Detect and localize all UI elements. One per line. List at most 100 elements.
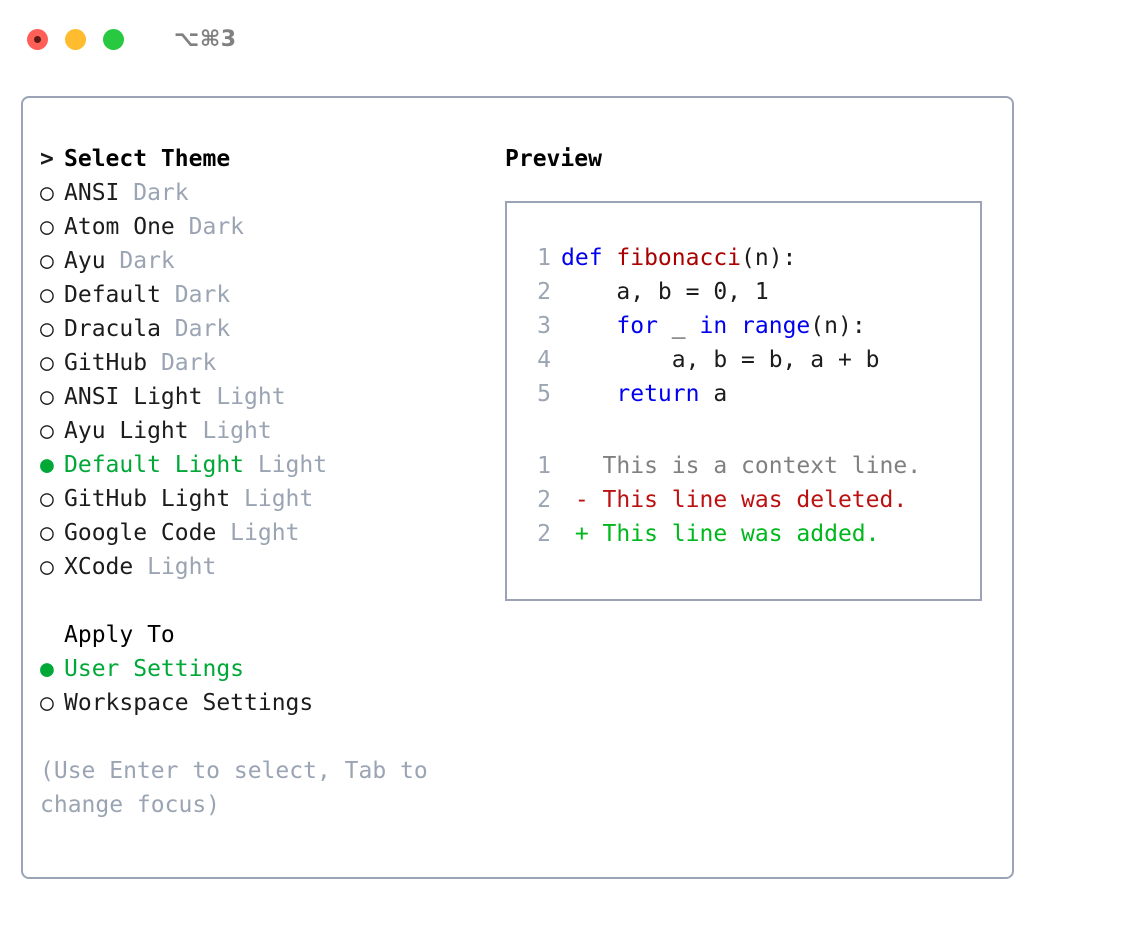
theme-kind-label: Light <box>188 418 272 444</box>
diff-text: This is a context line. <box>588 453 922 479</box>
radio-unselected-icon: ○ <box>40 384 54 410</box>
theme-kind-label: Dark <box>119 180 189 206</box>
radio-unselected-icon: ○ <box>40 554 54 580</box>
theme-kind-label: Light <box>216 520 300 546</box>
theme-name-label: GitHub Light <box>64 486 231 512</box>
diff-marker <box>561 453 589 479</box>
hint-spacer <box>40 720 483 754</box>
radio-unselected-icon: ○ <box>40 282 54 308</box>
theme-kind-label: Light <box>202 384 286 410</box>
theme-name-label: Atom One <box>64 214 175 240</box>
code-token: _ <box>657 313 700 339</box>
theme-kind-label: Light <box>244 452 328 478</box>
code-line: 4 a, b = b, a + b <box>525 343 980 377</box>
diff-text: This line was added. <box>588 521 880 547</box>
apply-to-item[interactable]: ○Workspace Settings <box>40 686 483 720</box>
code-token: fibonacci <box>616 245 742 271</box>
code-token: (n): <box>810 313 866 339</box>
theme-list-item[interactable]: ○XCode Light <box>40 550 483 584</box>
theme-name-label: Default <box>64 282 161 308</box>
theme-name-label: ANSI Light <box>64 384 203 410</box>
radio-unselected-icon: ○ <box>40 316 54 342</box>
theme-list-item[interactable]: ○GitHub Dark <box>40 346 483 380</box>
radio-unselected-icon: ○ <box>40 350 54 376</box>
cursor-marker-icon: > <box>40 146 54 172</box>
blank-marker-icon <box>40 618 64 652</box>
theme-kind-label: Light <box>230 486 314 512</box>
theme-name-label: Default Light <box>64 452 245 478</box>
apply-to-list: ●User Settings○Workspace Settings <box>40 652 483 720</box>
line-number: 2 <box>537 279 551 305</box>
close-button[interactable] <box>27 28 48 50</box>
apply-to-item[interactable]: ●User Settings <box>40 652 483 686</box>
code-line: 1 def fibonacci(n): <box>525 241 980 275</box>
window-controls <box>27 28 124 50</box>
theme-list-item[interactable]: ○ANSI Dark <box>40 176 483 210</box>
theme-list-item[interactable]: ○ Ayu Light Light <box>40 414 483 448</box>
theme-kind-label: Dark <box>160 282 231 308</box>
theme-list-item[interactable]: ○ ANSI Light Light <box>40 380 483 414</box>
theme-kind-label: Light <box>133 554 217 580</box>
theme-list-item[interactable]: ○ Atom One Dark <box>40 210 483 244</box>
code-line: 3 for _ in range(n): <box>525 309 980 343</box>
apply-to-heading-label: Apply To <box>64 622 175 648</box>
select-theme-heading-label: Select Theme <box>64 146 231 172</box>
radio-selected-icon: ● <box>40 656 54 682</box>
code-token: a, b = 0, 1 <box>561 279 769 305</box>
theme-picker-panel: >Select Theme ○ANSI Dark○Atom One Dark○A… <box>21 96 1014 879</box>
code-token: (n): <box>741 245 797 271</box>
theme-list-item[interactable]: ○ Google Code Light <box>40 516 483 550</box>
code-token: a, b = b, a + b <box>561 347 880 373</box>
theme-name-label: Ayu Light <box>64 418 189 444</box>
line-number: 5 <box>537 381 551 407</box>
radio-unselected-icon: ○ <box>40 180 54 206</box>
theme-name-label: Google Code <box>64 520 217 546</box>
list-spacer <box>40 584 483 618</box>
line-number: 2 <box>537 521 551 547</box>
code-line: 2 a, b = 0, 1 <box>525 275 980 309</box>
theme-selection-column: >Select Theme ○ANSI Dark○Atom One Dark○A… <box>23 142 483 822</box>
diff-marker: - <box>561 487 589 513</box>
line-number: 1 <box>537 245 551 271</box>
line-number: 3 <box>537 313 551 339</box>
diff-line: 2 + This line was added. <box>525 517 980 551</box>
line-number: 1 <box>537 453 551 479</box>
theme-list-item[interactable]: ○Dracula Dark <box>40 312 483 346</box>
radio-unselected-icon: ○ <box>40 418 54 444</box>
keyboard-shortcut-label: ⌥⌘3 <box>174 26 237 52</box>
theme-list-item[interactable]: ○ Default Dark <box>40 278 483 312</box>
zoom-button[interactable] <box>103 28 124 50</box>
apply-to-heading: Apply To <box>40 618 483 652</box>
keyboard-hint-text: (Use Enter to select, Tab to change focu… <box>40 758 428 818</box>
theme-list-item[interactable]: ● Default Light Light <box>40 448 483 482</box>
radio-selected-icon: ● <box>40 452 54 478</box>
code-token: range <box>741 313 811 339</box>
diff-line: 1 This is a context line. <box>525 449 980 483</box>
radio-unselected-icon: ○ <box>40 214 54 240</box>
radio-unselected-icon: ○ <box>40 486 54 512</box>
code-token <box>561 381 616 407</box>
theme-kind-label: Dark <box>147 350 217 376</box>
diff-marker: + <box>561 521 589 547</box>
theme-list: ○ANSI Dark○Atom One Dark○Ayu Dark○Defaul… <box>40 176 483 584</box>
radio-unselected-icon: ○ <box>40 520 54 546</box>
code-token: a <box>699 381 728 407</box>
diff-text: This line was deleted. <box>588 487 908 513</box>
theme-kind-label: Dark <box>174 214 245 240</box>
code-diff-gap <box>525 411 980 449</box>
theme-list-item[interactable]: ○Ayu Dark <box>40 244 483 278</box>
diff-sample: 1 This is a context line. 2 - This line w… <box>525 449 980 551</box>
select-theme-heading: > Select Theme <box>40 142 483 176</box>
minimize-button[interactable] <box>65 28 86 50</box>
theme-list-item[interactable]: ○ GitHub Light Light <box>40 482 483 516</box>
apply-to-label: Workspace Settings <box>64 690 314 716</box>
code-token: def <box>561 245 617 271</box>
code-token: return <box>616 381 700 407</box>
title-bar: ⌥⌘3 <box>0 0 1140 78</box>
line-number: 4 <box>537 347 551 373</box>
preview-heading: Preview <box>505 146 602 172</box>
theme-kind-label: Dark <box>105 248 175 274</box>
